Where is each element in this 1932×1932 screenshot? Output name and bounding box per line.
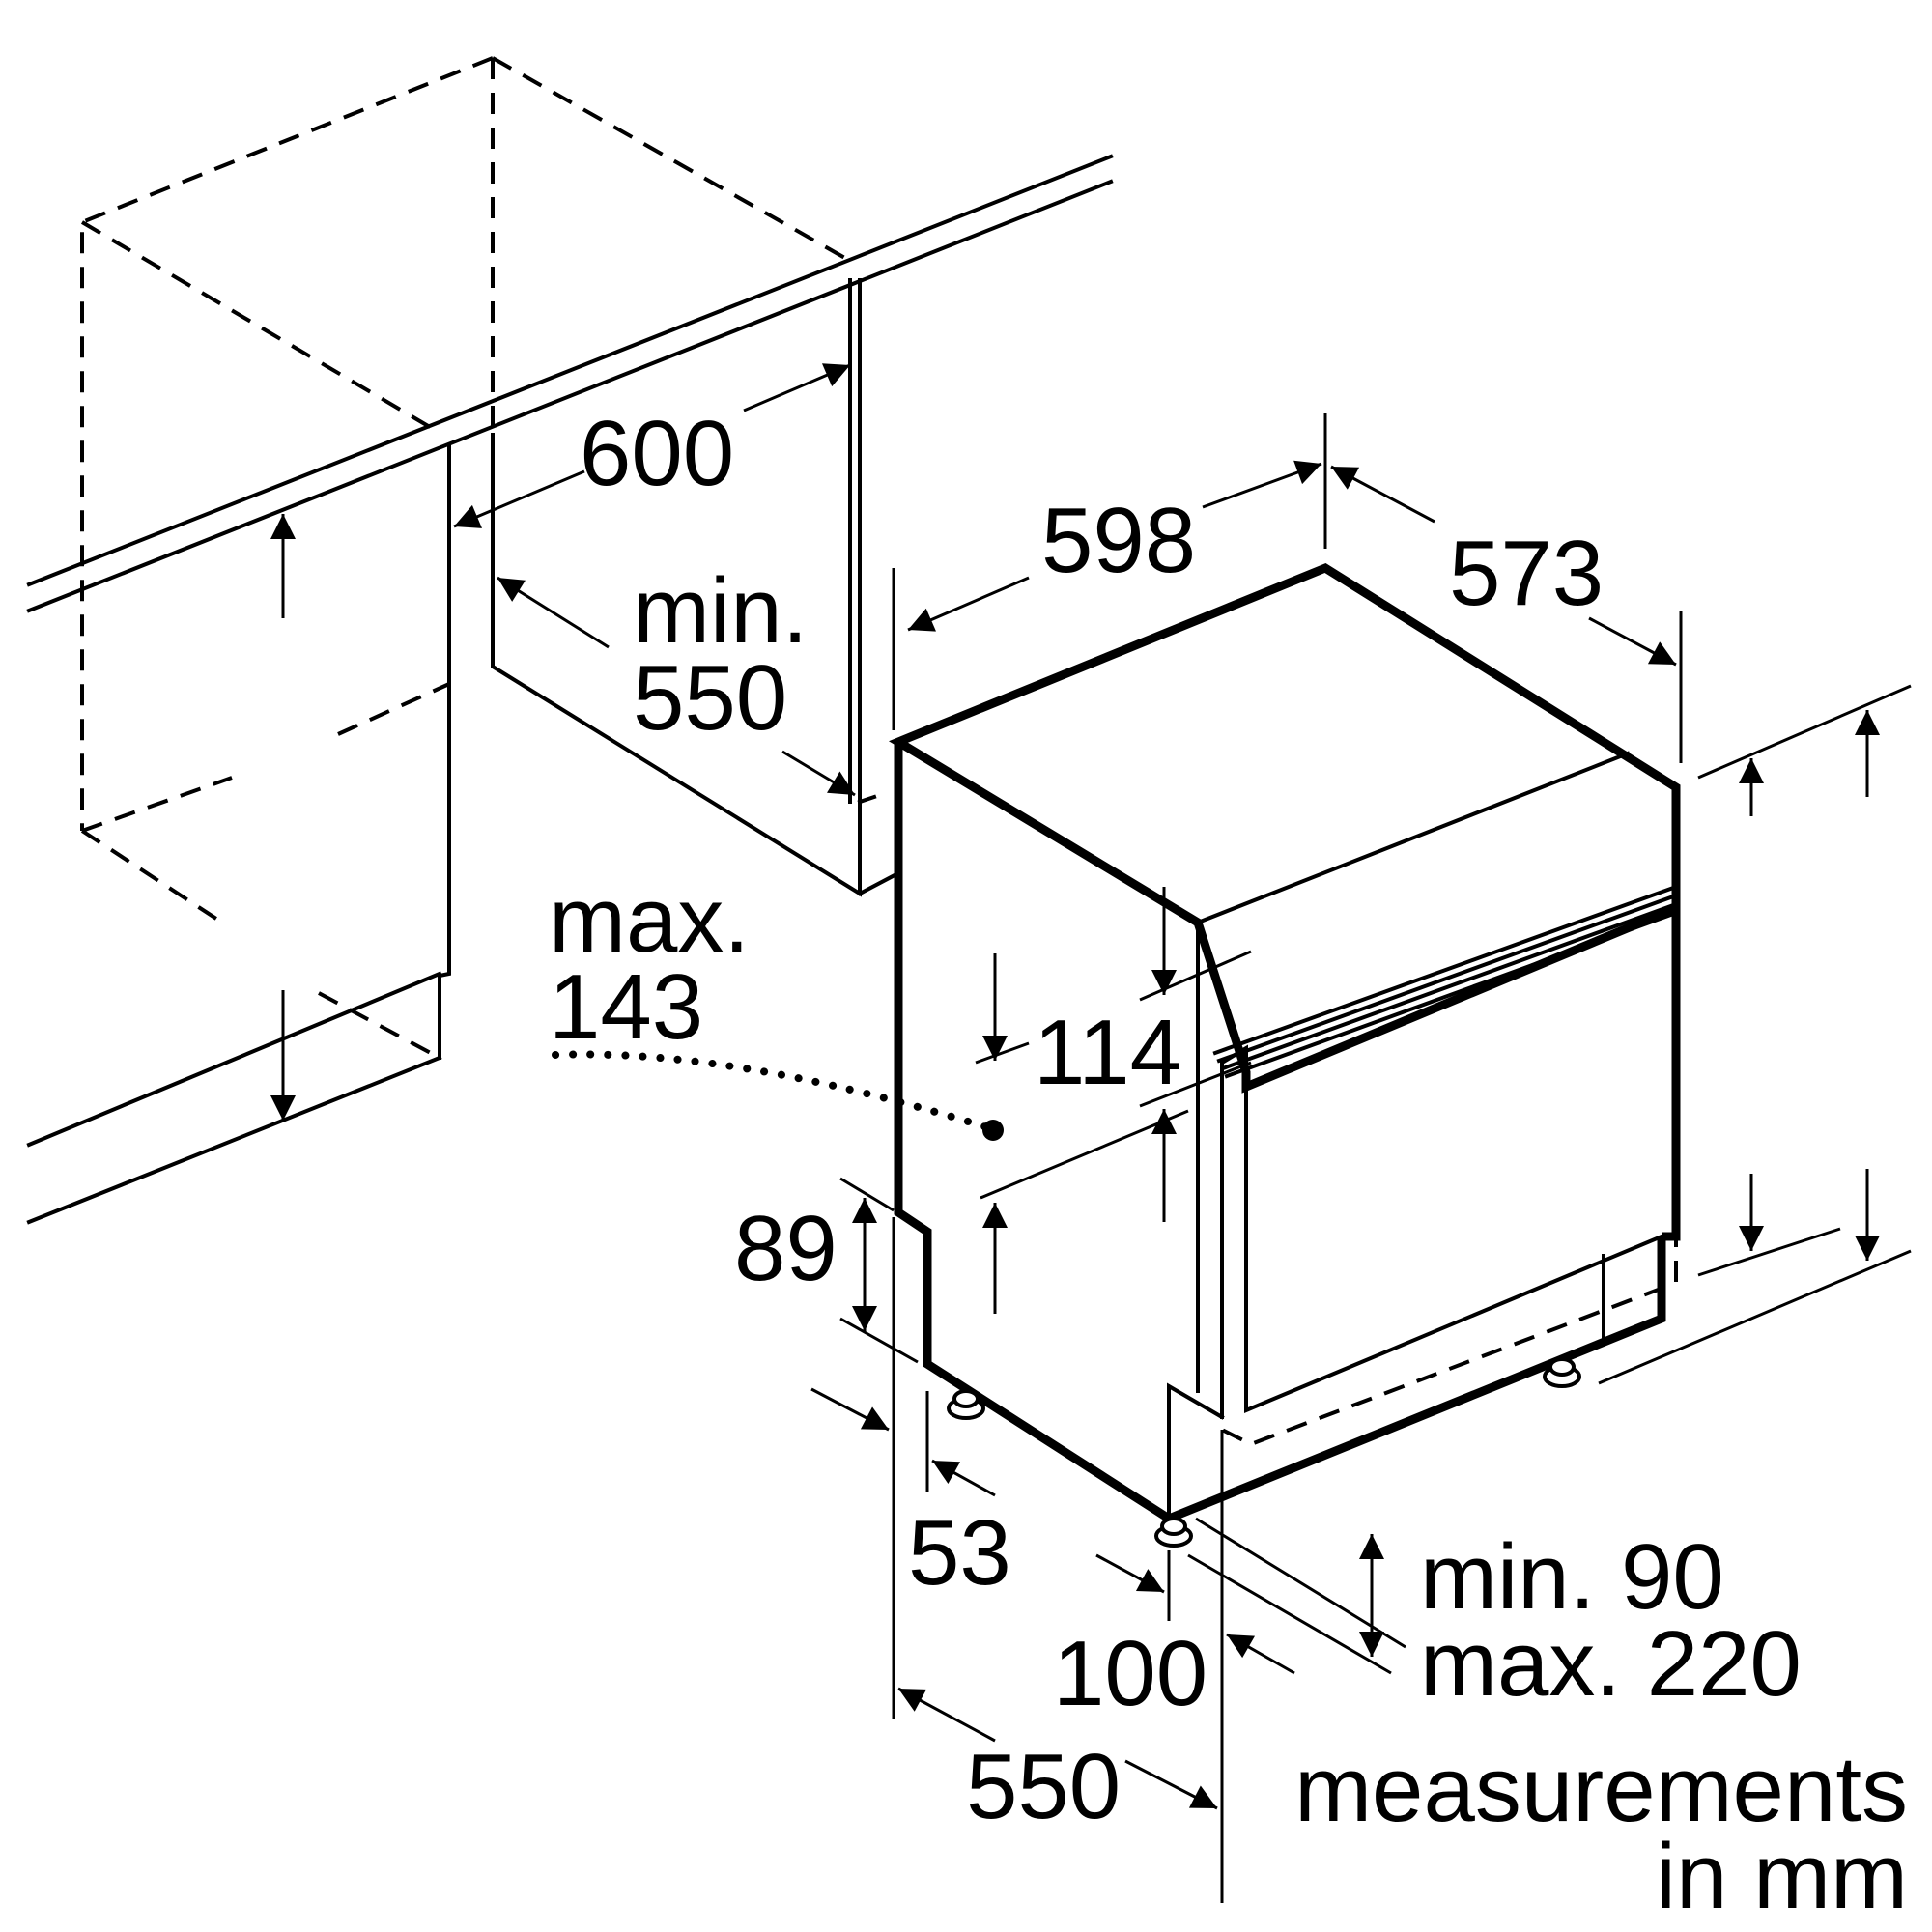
worktop: [26, 154, 1114, 613]
label-min-90: min. 90: [1420, 1525, 1724, 1629]
label-143: 143: [549, 955, 703, 1059]
units-note-line1: measurements: [1294, 1738, 1908, 1841]
adjustable-feet: [947, 1357, 1581, 1548]
label-100: 100: [1053, 1622, 1208, 1725]
label-114: 114: [1034, 1001, 1181, 1104]
upper-cabinet-outline: [80, 56, 851, 1060]
label-89: 89: [734, 1197, 838, 1300]
label-598: 598: [1041, 489, 1196, 592]
dimension-lines: [270, 363, 1912, 1903]
units-note-line2: in mm: [1656, 1825, 1908, 1928]
label-550: 550: [966, 1735, 1121, 1838]
label-53: 53: [908, 1501, 1011, 1605]
label-max: max.: [549, 868, 750, 972]
label-573: 573: [1449, 522, 1604, 625]
label-min-550: 550: [633, 646, 787, 750]
niche-walls: [26, 278, 899, 1225]
dishwasher-body: [888, 562, 1681, 1524]
label-max-220: max. 220: [1420, 1612, 1802, 1716]
max-143-leader: [552, 1050, 1004, 1141]
label-min: min.: [633, 559, 808, 663]
label-600: 600: [580, 402, 734, 505]
